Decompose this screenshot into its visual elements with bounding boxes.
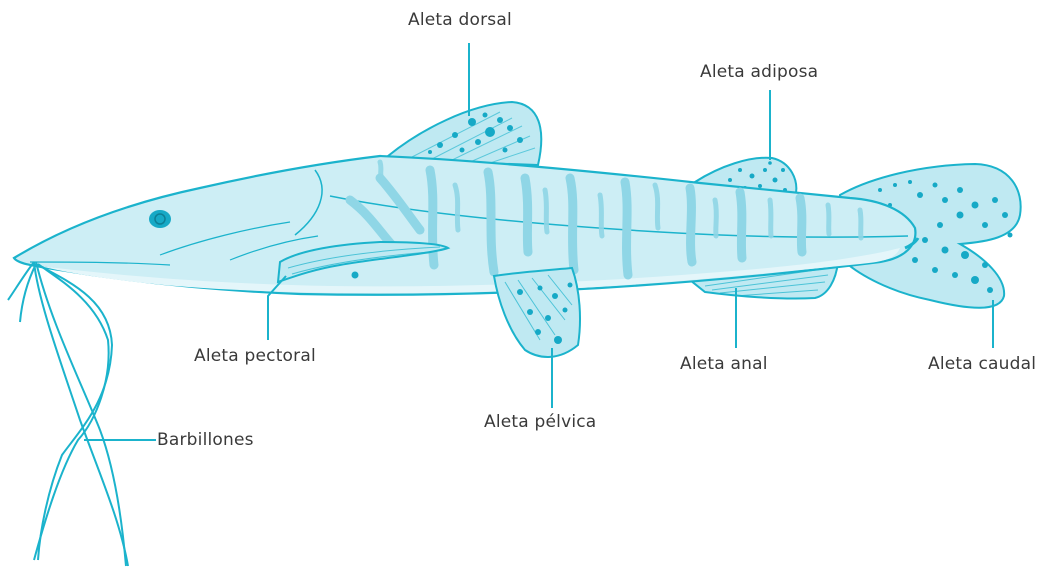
label-barbillones: Barbillones	[157, 430, 254, 450]
pelvic-fin	[494, 268, 580, 357]
barbels	[8, 262, 128, 566]
eye-icon	[149, 210, 171, 228]
dorsal-fin	[388, 102, 541, 165]
label-aleta-pelvica: Aleta pélvica	[484, 412, 596, 432]
label-aleta-caudal: Aleta caudal	[928, 354, 1036, 374]
label-aleta-adiposa: Aleta adiposa	[700, 62, 818, 82]
label-aleta-dorsal: Aleta dorsal	[408, 10, 512, 30]
label-aleta-pectoral: Aleta pectoral	[194, 346, 316, 366]
label-aleta-anal: Aleta anal	[680, 354, 768, 374]
